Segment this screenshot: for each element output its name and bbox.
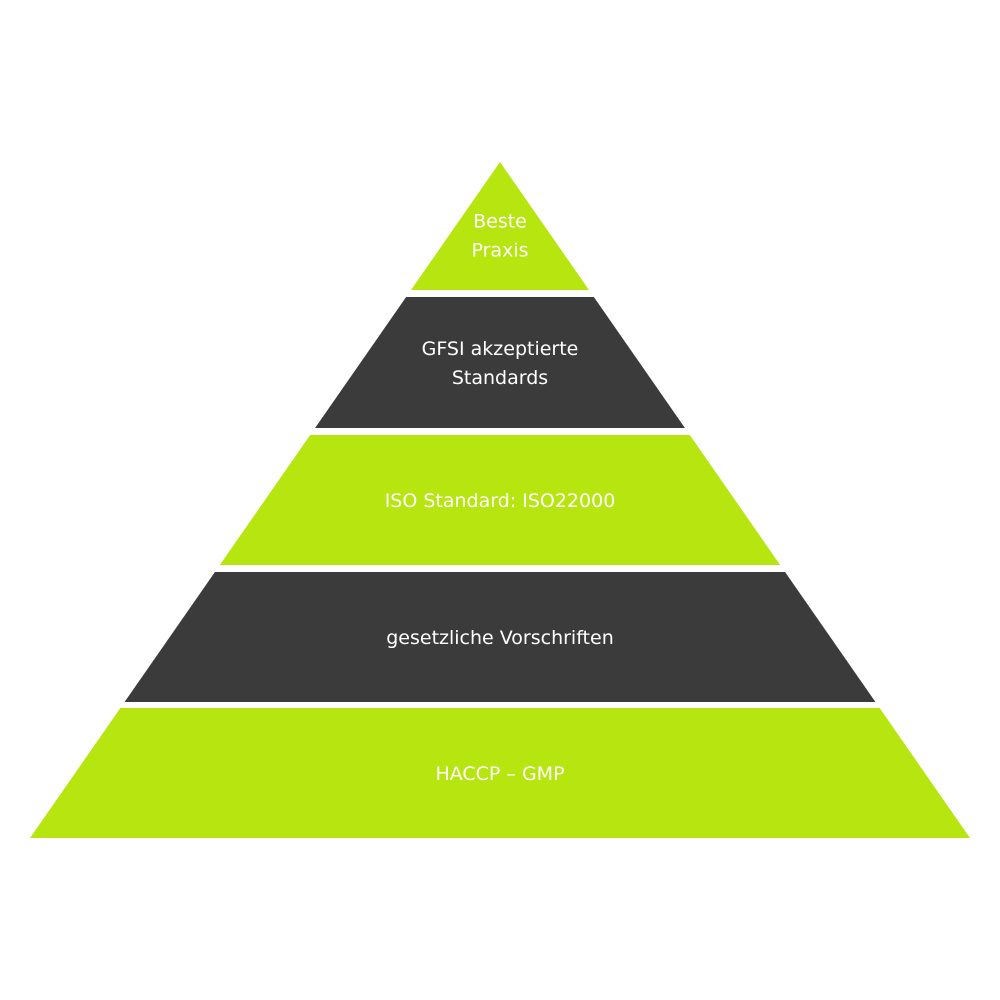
tier-gesetzliche-label-1: gesetzliche Vorschriften (386, 627, 614, 649)
tier-beste-praxis-label-1: Beste (473, 211, 527, 233)
tier-gesetzliche: gesetzliche Vorschriften (124, 572, 876, 702)
tier-gfsi-shape (315, 297, 685, 428)
tier-iso-shape (219, 435, 781, 565)
tier-haccp: HACCP – GMP (30, 708, 970, 838)
tier-haccp-shape (30, 708, 970, 838)
tier-beste-praxis-shape (411, 162, 589, 290)
tier-gfsi-label-2: Standards (452, 367, 548, 389)
tier-iso: ISO Standard: ISO22000 (219, 435, 781, 565)
tier-haccp-label-1: HACCP – GMP (435, 763, 564, 785)
tier-gfsi-label-1: GFSI akzeptierte (422, 338, 579, 360)
tier-beste-praxis-label-2: Praxis (472, 240, 529, 262)
tier-iso-label-1: ISO Standard: ISO22000 (385, 490, 616, 512)
tier-gesetzliche-shape (124, 572, 876, 702)
